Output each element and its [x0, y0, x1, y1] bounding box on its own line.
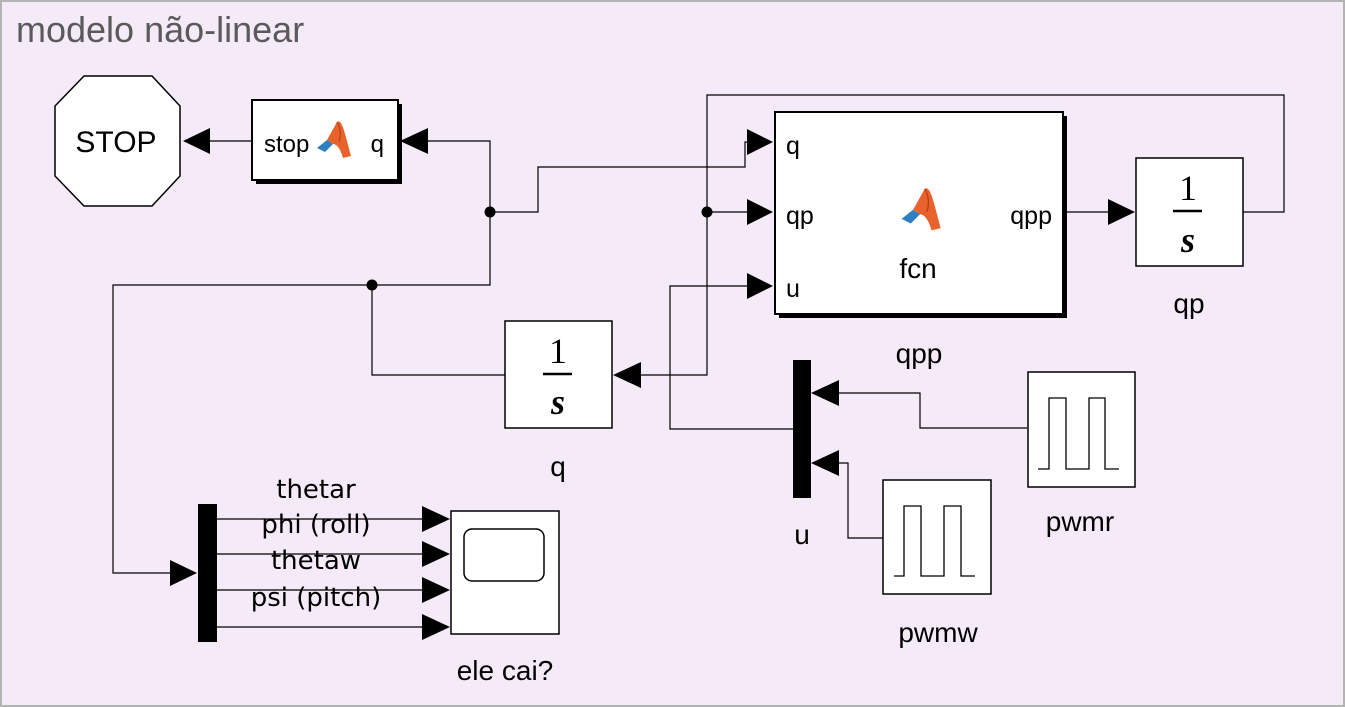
- mux-u-name: u: [794, 519, 810, 550]
- mux-u-block[interactable]: [793, 360, 811, 498]
- stop-block[interactable]: STOP: [54, 75, 181, 207]
- stop-label: STOP: [75, 126, 156, 159]
- integrator-qp-block[interactable]: 1 s: [1135, 157, 1244, 267]
- arrowheads: [170, 128, 1135, 640]
- fcn-input-port-q: q: [786, 132, 800, 160]
- stop-fcn-output-port: stop: [264, 131, 309, 158]
- area-title: modelo não-linear: [16, 9, 304, 50]
- integrator-q-numerator: 1: [549, 331, 567, 371]
- scope-name: ele cai?: [457, 655, 554, 686]
- mux-scope-block[interactable]: [198, 504, 217, 642]
- stop-function-block[interactable]: stop q: [251, 99, 402, 184]
- fcn-center-label: fcn: [899, 253, 936, 284]
- branch-points: [366, 206, 713, 291]
- signal-label-thetaw: thetaw: [271, 546, 361, 576]
- signal-label-psi: psi (pitch): [251, 583, 382, 613]
- stop-fcn-input-port: q: [371, 131, 384, 158]
- signal-label-thetar: thetar: [276, 475, 356, 505]
- fcn-block-name: qpp: [896, 338, 943, 369]
- integrator-qp-denominator: s: [1180, 220, 1195, 260]
- pwmw-name: pwmw: [898, 617, 978, 648]
- pulse-generator-icon: [894, 505, 975, 577]
- signal-lines[interactable]: [112, 94, 1285, 628]
- pwmr-block[interactable]: [1027, 371, 1136, 488]
- fcn-input-port-u: u: [786, 275, 800, 303]
- scope-signal-labels: thetar phi (roll) thetaw psi (pitch): [251, 475, 382, 613]
- integrator-qp-numerator: 1: [1179, 168, 1197, 208]
- integrator-q-denominator: s: [550, 382, 565, 422]
- signal-label-phi: phi (roll): [261, 510, 370, 540]
- integrator-q-name: q: [550, 451, 566, 482]
- scope-screen-icon: [463, 528, 545, 582]
- fcn-block[interactable]: q qp u qpp fcn: [774, 111, 1067, 318]
- pulse-generator-icon: [1038, 397, 1119, 470]
- scope-block[interactable]: [450, 510, 560, 635]
- pwmr-name: pwmr: [1046, 506, 1114, 537]
- integrator-qp-name: qp: [1173, 288, 1204, 319]
- integrator-q-block[interactable]: 1 s: [504, 320, 613, 429]
- pwmw-block[interactable]: [882, 479, 992, 595]
- fcn-output-port-qpp: qpp: [1010, 202, 1052, 230]
- fcn-input-port-qp: qp: [786, 202, 814, 230]
